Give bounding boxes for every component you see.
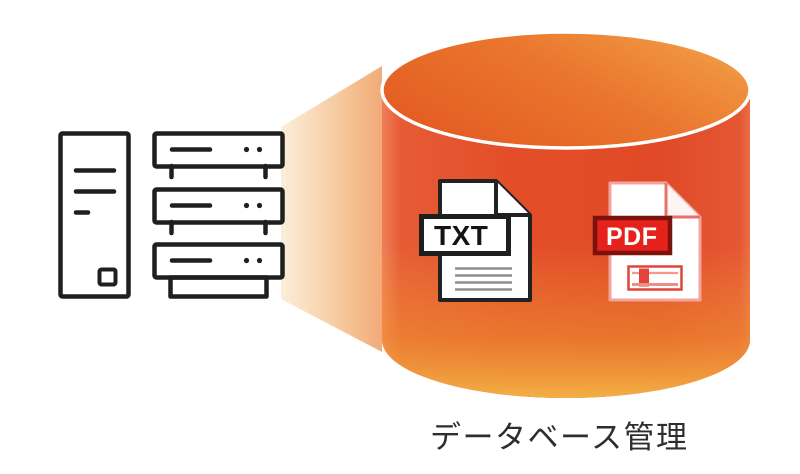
light-beam — [281, 66, 382, 352]
txt-label: TXT — [434, 220, 488, 251]
rack-unit-1 — [152, 131, 285, 169]
cylinder-top — [380, 30, 752, 150]
caption: データベース管理 — [430, 420, 689, 455]
server-rack-icon — [152, 131, 285, 299]
pc-tower-icon — [58, 131, 131, 299]
rack-base — [168, 275, 269, 299]
pdf-file-icon: PDF — [592, 181, 702, 302]
pdf-label: PDF — [606, 223, 658, 251]
database-cylinder-icon — [380, 30, 752, 398]
pdf-badge — [592, 215, 673, 256]
pdf-content-block — [627, 265, 683, 291]
txt-file-icon: TXT — [419, 179, 532, 302]
cylinder-bottom-glow — [382, 92, 750, 398]
rack-unit-2 — [152, 187, 285, 225]
txt-badge — [419, 214, 511, 256]
